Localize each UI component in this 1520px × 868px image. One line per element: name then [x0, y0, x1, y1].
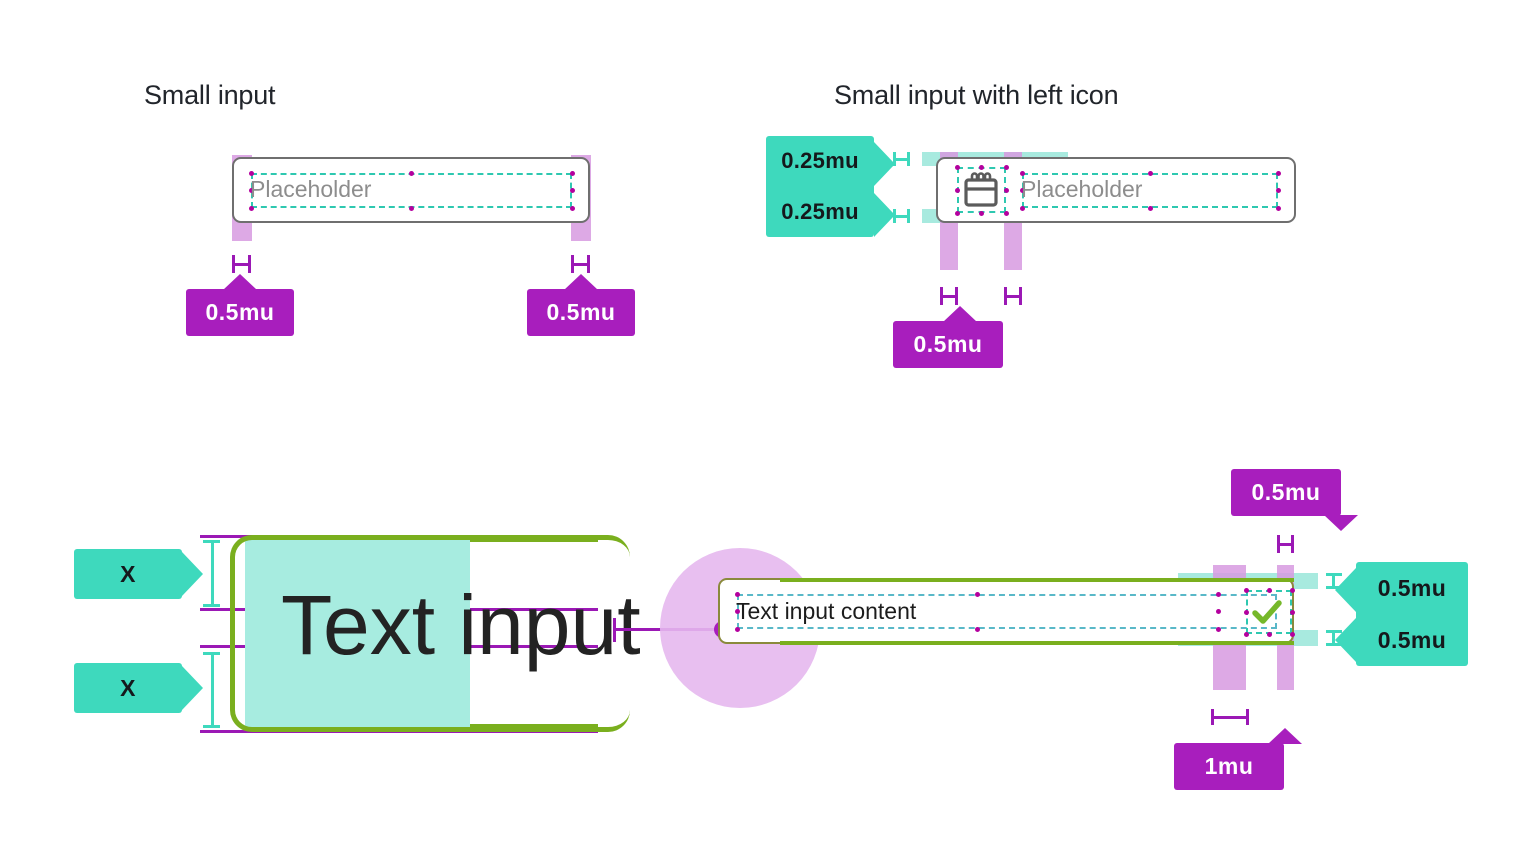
check-icon[interactable]: [1250, 596, 1284, 633]
badge-label: 0.5mu: [546, 299, 616, 325]
badge-notch-icon: [1324, 515, 1358, 531]
badge-label: 0.5mu: [1377, 626, 1447, 653]
badge-arrow-icon: [1335, 568, 1356, 612]
input-edge-line-bottom: [470, 724, 598, 729]
anchor-dot: [735, 609, 740, 614]
badge-arrow-icon: [182, 552, 203, 596]
small-input-field[interactable]: [232, 157, 590, 223]
small-input-icon-placeholder: Placeholder: [1021, 176, 1143, 202]
anchor-dot: [249, 188, 254, 193]
anchor-dot: [1216, 592, 1221, 597]
badge-label: 0.5mu: [205, 299, 275, 325]
anchor-dot: [1020, 188, 1025, 193]
badge-label: 0.25mu: [781, 199, 859, 224]
anchor-dot: [1290, 610, 1295, 615]
anchor-dot: [979, 165, 984, 170]
anchor-dot: [735, 627, 740, 632]
badge-label: 0.5mu: [1251, 479, 1321, 505]
measure-marker-icon-right-gap: [1004, 287, 1022, 305]
badge-arrow-icon: [182, 666, 203, 710]
annotation-badge-right-padding: 0.5mu: [527, 274, 635, 336]
anchor-dot: [1244, 632, 1249, 637]
measure-marker-icon-left-gap: [940, 287, 958, 305]
anchor-dot: [1267, 588, 1272, 593]
measure-marker-left-padding: [232, 255, 251, 273]
anchor-dot: [570, 188, 575, 193]
badge-arrow-icon: [1335, 618, 1356, 662]
anchor-dot: [1244, 610, 1249, 615]
badge-arrow-icon: [874, 142, 895, 186]
measure-marker-icon-right-gap: [1277, 535, 1294, 553]
measure-marker-icon-top-padding: [1326, 573, 1342, 589]
annotation-badge-icon-right-gap: 0.5mu: [1231, 469, 1358, 531]
anchor-dot: [735, 592, 740, 597]
anchor-dot: [1004, 211, 1009, 216]
anchor-dot: [409, 171, 414, 176]
measure-marker-x-bottom: [203, 652, 220, 728]
anchor-dot: [1216, 627, 1221, 632]
anchor-dot: [1004, 188, 1009, 193]
anchor-dot: [1244, 588, 1249, 593]
anchor-dot: [1290, 588, 1295, 593]
annotation-badge-group-vertical-padding: 0.25mu 0.25mu: [766, 136, 895, 237]
badge-arrow-icon: [874, 193, 895, 237]
measure-marker-icon-bottom-padding: [1326, 630, 1342, 646]
anchor-dot: [1276, 188, 1281, 193]
icon-bounds-dashed: [957, 167, 1006, 213]
input-edge-line-top: [470, 537, 598, 542]
anchor-dot: [1276, 206, 1281, 211]
badge-notch-icon: [943, 306, 977, 322]
badge-label: 1mu: [1204, 753, 1254, 779]
anchor-dot: [1020, 206, 1025, 211]
anchor-dot: [249, 206, 254, 211]
badge-label: 0.25mu: [781, 148, 859, 173]
anchor-dot: [1276, 171, 1281, 176]
sample-text: Text input: [281, 578, 641, 672]
anchor-dot: [570, 206, 575, 211]
anchor-dot: [570, 171, 575, 176]
anchor-dot: [955, 165, 960, 170]
measure-marker-x-top: [203, 540, 220, 607]
badge-label: X: [120, 560, 136, 587]
calendar-icon: [961, 170, 1001, 215]
measure-marker-right-padding: [571, 255, 590, 273]
badge-label: X: [120, 674, 136, 701]
anchor-dot: [1290, 632, 1295, 637]
annotation-badge-icon-gap: 0.5mu: [893, 306, 1003, 368]
text-input-value: Text input content: [736, 598, 917, 624]
anchor-dot: [979, 211, 984, 216]
annotation-badge-icon-left-gap: 1mu: [1174, 728, 1302, 790]
anchor-dot: [1020, 171, 1025, 176]
badge-label: 0.5mu: [913, 331, 983, 357]
anchor-dot: [975, 627, 980, 632]
input-edge-highlight-top: [780, 578, 1294, 582]
text-input-border-zoomed: [230, 535, 630, 732]
anchor-dot: [1216, 609, 1221, 614]
section-title-small-input: Small input: [144, 80, 276, 110]
badge-label: 0.5mu: [1377, 574, 1447, 601]
badge-notch-icon: [1268, 728, 1302, 744]
annotation-badge-x-bottom: X: [74, 663, 203, 713]
content-area-fill: [245, 537, 470, 730]
annotation-badge-group-icon-padding: 0.5mu 0.5mu: [1335, 562, 1468, 666]
annotation-badge-left-padding: 0.5mu: [186, 274, 294, 336]
anchor-dot: [1148, 206, 1153, 211]
anchor-dot: [955, 211, 960, 216]
anchor-dot: [1004, 165, 1009, 170]
small-input-placeholder: Placeholder: [250, 176, 372, 202]
anchor-dot: [249, 171, 254, 176]
anchor-dot: [1148, 171, 1153, 176]
anchor-dot: [975, 592, 980, 597]
section-title-small-input-icon: Small input with left icon: [834, 80, 1119, 110]
input-edge-highlight-bottom: [780, 641, 1294, 645]
measure-marker-icon-left-gap: [1211, 709, 1249, 725]
badge-notch-icon: [564, 274, 598, 290]
measure-marker-bottom-padding: [893, 209, 910, 223]
badge-notch-icon: [223, 274, 257, 290]
anchor-dot: [409, 206, 414, 211]
measure-marker-top-padding: [893, 152, 910, 166]
anchor-dot: [1267, 632, 1272, 637]
annotation-badge-x-top: X: [74, 549, 203, 599]
anchor-dot: [955, 188, 960, 193]
